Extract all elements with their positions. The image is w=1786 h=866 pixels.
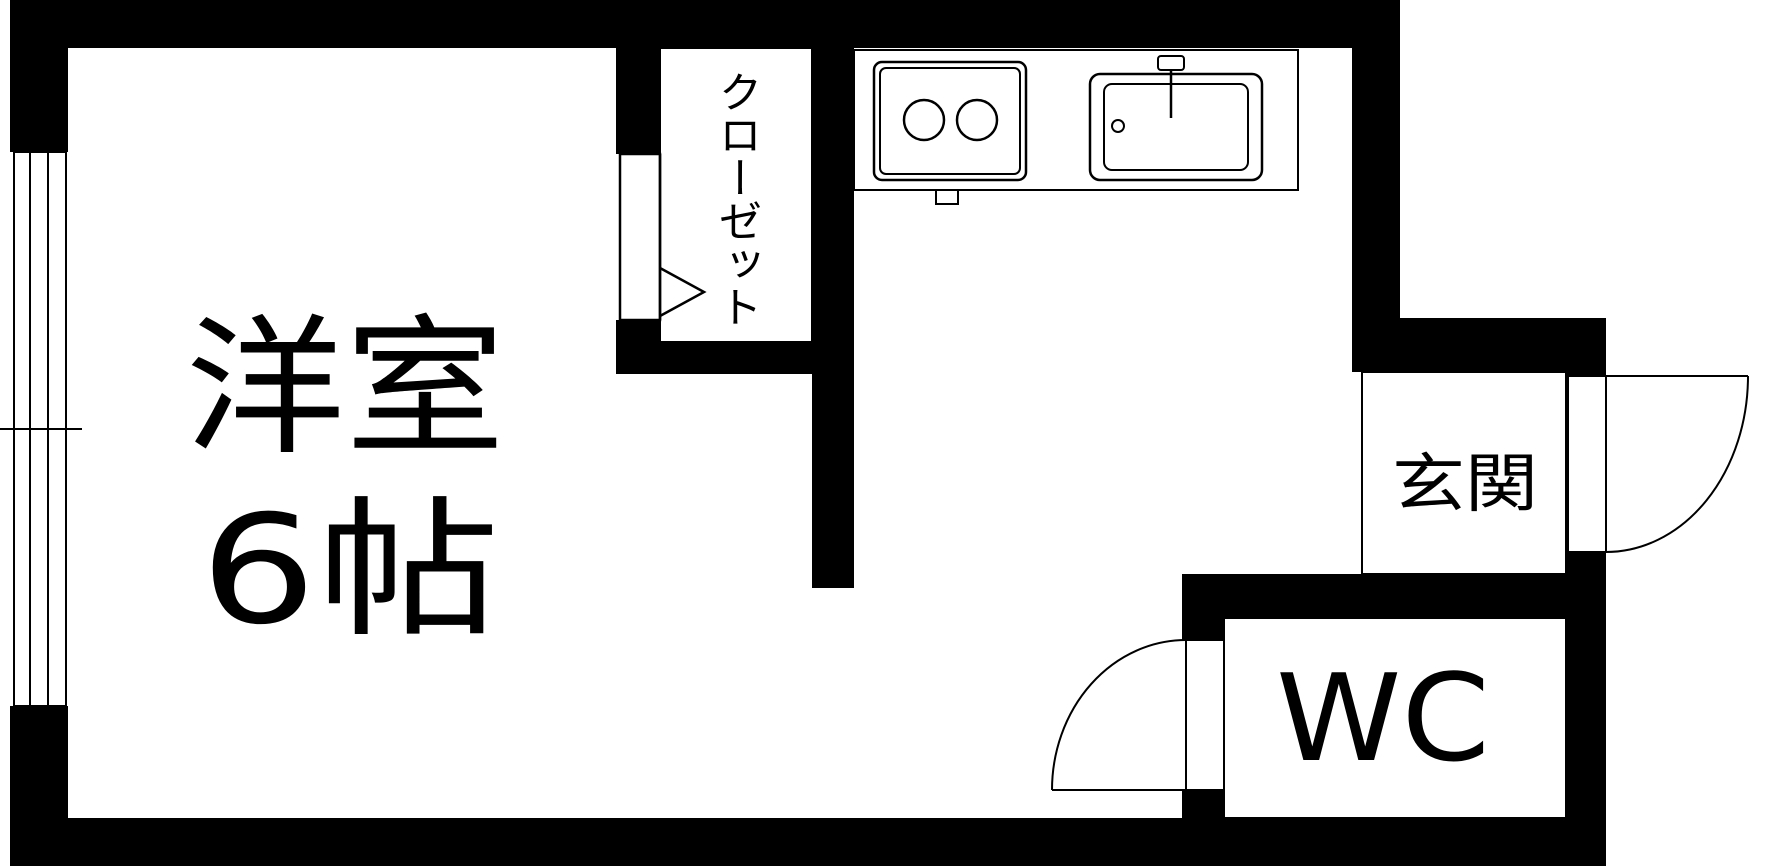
wall-left-upper — [10, 0, 68, 152]
wall-top — [10, 0, 1400, 48]
sink-icon — [1088, 72, 1264, 182]
closet-door-icon — [618, 47, 813, 343]
wall-entrance-wc — [1182, 574, 1606, 618]
walls — [10, 0, 1606, 866]
wall-wc-left-upper — [1182, 574, 1224, 640]
wall-entrance-right-upper — [1566, 318, 1606, 376]
wc-label: WC — [1276, 650, 1490, 789]
wall-closet-left-upper — [616, 0, 660, 154]
window-icon — [0, 151, 82, 707]
wc-door-icon — [1051, 617, 1567, 819]
entrance-door-icon — [1361, 371, 1749, 575]
western-room-name-label: 洋室 — [185, 302, 505, 476]
wall-entrance-top — [1352, 318, 1606, 372]
closet-label: クローゼット — [711, 70, 762, 328]
wall-partition — [812, 0, 854, 588]
faucet-icon — [1157, 55, 1185, 118]
western-room-size-label: 6帖 — [200, 484, 500, 658]
entrance-label: 玄関 — [1392, 448, 1538, 522]
wall-bottom — [10, 818, 1606, 866]
wall-wc-left-lower — [1182, 790, 1224, 866]
labels: 洋室 6帖 クローゼット 玄関 WC — [185, 70, 1538, 789]
stove-icon — [872, 60, 1028, 205]
kitchen-counter — [853, 49, 1299, 205]
wall-right-upper — [1352, 0, 1400, 372]
